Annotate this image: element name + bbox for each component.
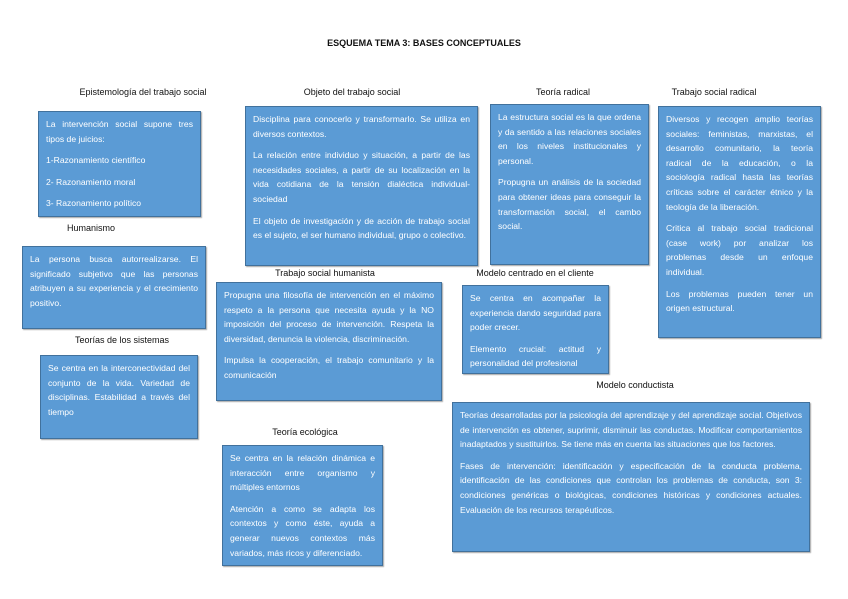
paragraph: 1-Razonamiento científico [46, 155, 146, 166]
paragraph: Disciplina para conocerlo y transformarl… [253, 114, 470, 139]
box-teoria-radical: La estructura social es la que ordena y … [490, 104, 649, 265]
paragraph: Teorías desarrolladas por la psicología … [460, 410, 802, 450]
paragraph: Los problemas pueden tener un origen est… [666, 288, 813, 314]
paragraph: La persona busca autorrealizarse. El sig… [30, 254, 198, 308]
paragraph: El objeto de investigación y de acción d… [253, 215, 470, 241]
box-ecologica: Se centra en la relación dinámica e inte… [222, 445, 383, 566]
heading-teoria-radical: Teoría radical [535, 87, 591, 97]
paragraph: Se centra en la relación dinámica e inte… [230, 453, 375, 493]
paragraph: Se centra en la interconectividad del co… [48, 363, 190, 417]
page-title: ESQUEMA TEMA 3: BASES CONCEPTUALES [327, 38, 521, 48]
paragraph: La relación entre individuo y situación,… [253, 150, 470, 204]
paragraph: Impulsa la cooperación, el trabajo comun… [224, 355, 434, 380]
box-epistemologia: La intervención social supone tres tipos… [38, 111, 201, 217]
paragraph: La intervención social supone tres tipos… [46, 119, 193, 144]
box-objeto: Disciplina para conocerlo y transformarl… [245, 106, 478, 266]
heading-ecologica: Teoría ecológica [272, 427, 338, 437]
paragraph: 2- Razonamiento moral [46, 176, 136, 187]
heading-sistemas: Teorías de los sistemas [74, 335, 170, 345]
heading-cliente: Modelo centrado en el cliente [476, 268, 594, 278]
heading-objeto: Objeto del trabajo social [303, 87, 401, 97]
heading-trabajo-social-radical: Trabajo social radical [671, 87, 757, 97]
box-cliente: Se centra en acompañar la experiencia da… [462, 285, 609, 374]
paragraph: Diversos y recogen amplio teorías social… [666, 114, 813, 212]
paragraph: Fases de intervención: identificación y … [460, 460, 802, 515]
box-trabajo-social-radical: Diversos y recogen amplio teorías social… [658, 106, 821, 338]
heading-humanismo: Humanismo [66, 223, 116, 233]
paragraph: Critica al trabajo social tradicional (c… [666, 223, 813, 277]
box-humanismo: La persona busca autorrealizarse. El sig… [22, 246, 206, 329]
paragraph: Propugna un análisis de la sociedad para… [498, 177, 641, 232]
heading-humanista: Trabajo social humanista [275, 268, 375, 278]
paragraph: La estructura social es la que ordena y … [498, 112, 641, 166]
heading-conductista: Modelo conductista [596, 380, 674, 390]
box-sistemas: Se centra en la interconectividad del co… [40, 355, 198, 439]
paragraph: Atención a como se adapta los contextos … [230, 503, 375, 558]
paragraph: Se centra en acompañar la experiencia da… [470, 293, 601, 333]
box-humanista: Propugna una filosofía de intervención e… [216, 282, 442, 401]
paragraph: Elemento crucial: actitud y personalidad… [470, 343, 601, 369]
box-conductista: Teorías desarrolladas por la psicología … [452, 402, 810, 552]
heading-epistemologia: Epistemología del trabajo social [79, 87, 207, 97]
paragraph: Propugna una filosofía de intervención e… [224, 290, 434, 344]
paragraph: 3- Razonamiento político [46, 198, 142, 209]
